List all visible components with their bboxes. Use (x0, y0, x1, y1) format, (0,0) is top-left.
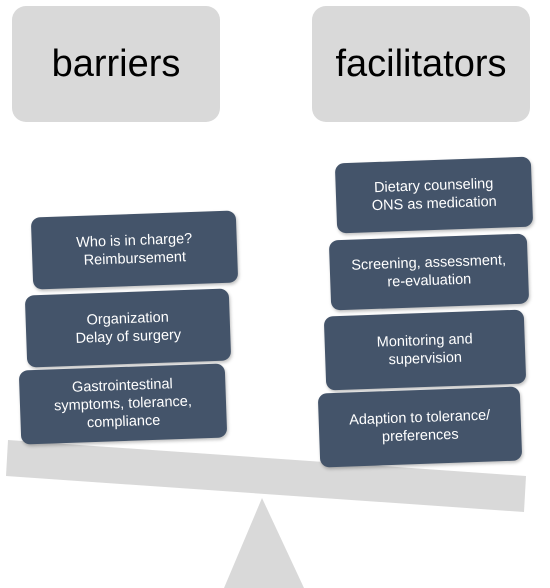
barrier-item-label: Gastrointestinal symptoms, tolerance, co… (53, 376, 193, 432)
barrier-item: Who is in charge? Reimbursement (30, 210, 239, 290)
barriers-header-label: barriers (51, 42, 181, 85)
facilitator-item-label: Monitoring and supervision (376, 331, 473, 369)
facilitator-item-label: Adaption to tolerance/ preferences (348, 407, 491, 446)
facilitator-item: Monitoring and supervision (323, 309, 527, 391)
scale-fulcrum (224, 498, 304, 588)
scale-beam (6, 440, 526, 512)
facilitator-item: Screening, assessment, re-evaluation (328, 233, 530, 311)
barriers-header: barriers (12, 6, 220, 122)
barrier-item-label: Organization Delay of surgery (75, 309, 182, 347)
facilitator-item-label: Screening, assessment, re-evaluation (351, 252, 507, 291)
facilitator-item: Dietary counseling ONS as medication (334, 156, 534, 234)
facilitators-header-label: facilitators (335, 42, 507, 85)
barrier-item: Organization Delay of surgery (24, 288, 232, 368)
facilitator-item-label: Dietary counseling ONS as medication (371, 175, 498, 215)
barrier-item-label: Who is in charge? Reimbursement (75, 230, 193, 269)
facilitators-header: facilitators (312, 6, 530, 122)
facilitator-item: Adaption to tolerance/ preferences (317, 386, 523, 468)
barrier-item: Gastrointestinal symptoms, tolerance, co… (18, 363, 228, 445)
